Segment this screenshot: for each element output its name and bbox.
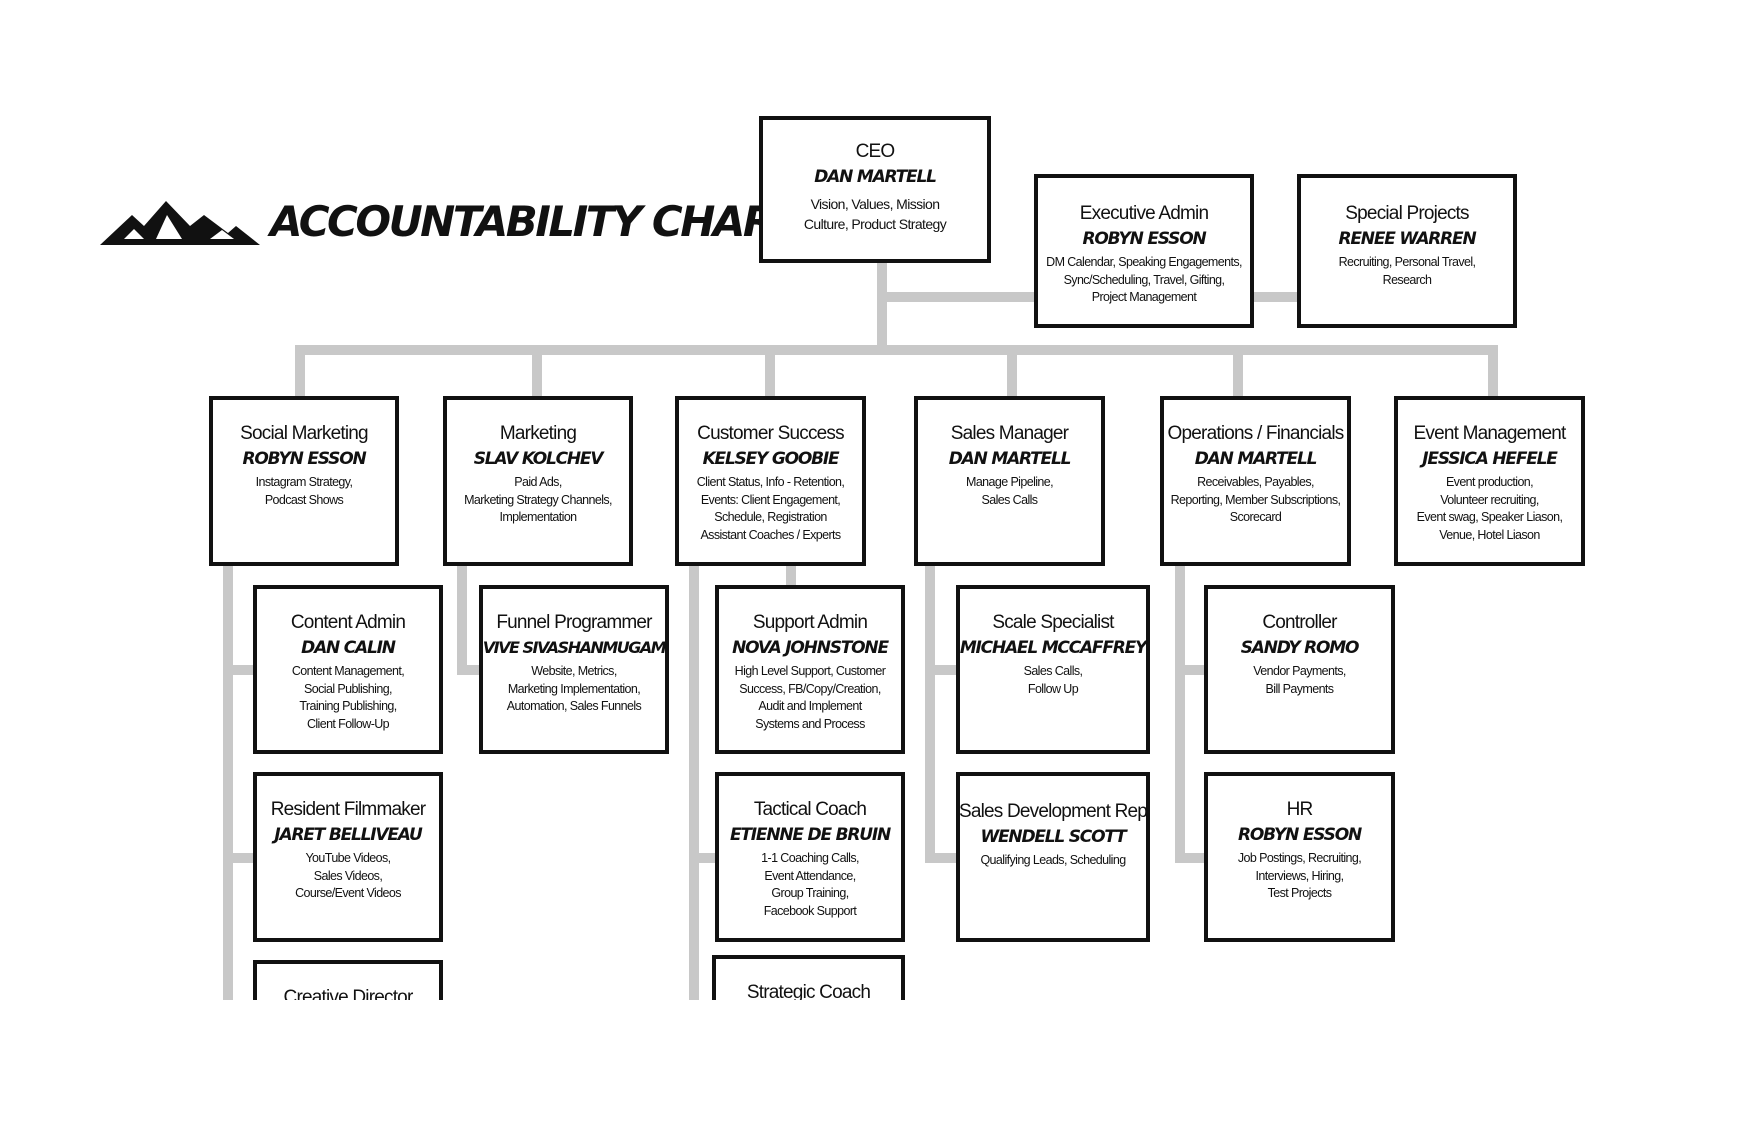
node-funnel-programmer: Funnel Programmer VIVE SIVASHANMUGAM Web… xyxy=(479,585,669,754)
node-person: RENEE WARREN xyxy=(1338,229,1477,249)
node-customer-success: Customer Success KELSEY GOOBIE Client St… xyxy=(675,396,866,566)
node-person: ROBYN ESSON xyxy=(1238,825,1362,845)
node-duties: Event production, Volunteer recruiting, … xyxy=(1416,475,1563,542)
node-hr: HR ROBYN ESSON Job Postings, Recruiting,… xyxy=(1204,772,1395,942)
node-role: Support Admin xyxy=(752,612,868,633)
node-role: Strategic Coach xyxy=(746,982,871,1000)
node-duties: Manage Pipeline, Sales Calls xyxy=(966,475,1054,507)
node-duties: Content Management, Social Publishing, T… xyxy=(291,664,405,731)
node-duties: Vendor Payments, Bill Payments xyxy=(1253,664,1346,696)
node-person: DAN CALIN xyxy=(301,638,396,658)
node-duties: Recruiting, Personal Travel, Research xyxy=(1338,255,1476,287)
node-person: SANDY ROMO xyxy=(1240,638,1360,658)
node-role: Sales Manager xyxy=(950,423,1069,444)
node-person: VIVE SIVASHANMUGAM xyxy=(482,638,667,657)
node-duties: DM Calendar, Speaking Engagements, Sync/… xyxy=(1046,255,1242,304)
node-role: Resident Filmmaker xyxy=(270,799,426,820)
node-role: Controller xyxy=(1262,612,1337,633)
node-person: JESSICA HEFELE xyxy=(1422,449,1558,469)
node-duties: Job Postings, Recruiting, Interviews, Hi… xyxy=(1237,851,1362,900)
node-role: Special Projects xyxy=(1345,203,1469,224)
node-person: DAN MARTELL xyxy=(948,449,1072,469)
mountain-logo-icon xyxy=(100,201,260,245)
node-duties: Client Status, Info - Retention, Events:… xyxy=(696,475,845,542)
node-scale-specialist: Scale Specialist MICHAEL MCCAFFREY Sales… xyxy=(956,585,1150,754)
node-duties: 1-1 Coaching Calls, Event Attendance, Gr… xyxy=(761,851,859,918)
node-role: HR xyxy=(1286,799,1314,820)
node-resident-filmmaker: Resident Filmmaker JARET BELLIVEAU YouTu… xyxy=(253,772,443,942)
chart-title: ACCOUNTABILITY CHART xyxy=(270,197,800,246)
node-event-management: Event Management JESSICA HEFELE Event pr… xyxy=(1394,396,1585,566)
node-person: KELSEY GOOBIE xyxy=(702,449,840,469)
node-creative-director: Creative Director xyxy=(253,960,443,1000)
node-role: Operations / Financials xyxy=(1167,423,1345,444)
node-person: MICHAEL MCCAFFREY xyxy=(959,638,1148,658)
node-duties: Vision, Values, Mission Culture, Product… xyxy=(803,196,947,232)
node-ceo: CEO DAN MARTELL Vision, Values, Mission … xyxy=(759,116,991,263)
node-role: Scale Specialist xyxy=(992,612,1114,633)
node-person: DAN MARTELL xyxy=(1194,449,1318,469)
node-role: Tactical Coach xyxy=(753,799,867,820)
node-person: NOVA JOHNSTONE xyxy=(732,638,889,658)
node-sales-manager: Sales Manager DAN MARTELL Manage Pipelin… xyxy=(914,396,1105,566)
node-role: Customer Success xyxy=(697,423,844,444)
node-tactical-coach: Tactical Coach ETIENNE DE BRUIN 1-1 Coac… xyxy=(715,772,905,942)
node-marketing: Marketing SLAV KOLCHEV Paid Ads, Marketi… xyxy=(443,396,633,566)
node-social-marketing: Social Marketing ROBYN ESSON Instagram S… xyxy=(209,396,399,566)
node-controller: Controller SANDY ROMO Vendor Payments, B… xyxy=(1204,585,1395,754)
node-role: Marketing xyxy=(499,423,577,444)
node-duties: High Level Support, Customer Success, FB… xyxy=(734,664,886,731)
node-role: Social Marketing xyxy=(240,423,368,444)
node-duties: Receivables, Payables, Reporting, Member… xyxy=(1170,475,1341,524)
node-person: SLAV KOLCHEV xyxy=(473,449,604,469)
chart-header: ACCOUNTABILITY CHART xyxy=(100,190,800,265)
node-person: JARET BELLIVEAU xyxy=(274,825,422,845)
node-special-projects: Special Projects RENEE WARREN Recruiting… xyxy=(1297,174,1517,328)
node-person: DAN MARTELL xyxy=(814,167,937,187)
node-support-admin: Support Admin NOVA JOHNSTONE High Level … xyxy=(715,585,905,754)
node-role: Funnel Programmer xyxy=(496,612,652,633)
node-duties: Qualifying Leads, Scheduling xyxy=(980,853,1126,867)
connector-lines xyxy=(223,257,1498,1000)
node-person: ETIENNE DE BRUIN xyxy=(730,825,891,845)
node-content-admin: Content Admin DAN CALIN Content Manageme… xyxy=(253,585,443,754)
node-role: CEO xyxy=(855,141,896,162)
node-person: ROBYN ESSON xyxy=(1082,229,1207,249)
node-duties: YouTube Videos, Sales Videos, Course/Eve… xyxy=(295,851,401,900)
node-duties: Paid Ads, Marketing Strategy Channels, I… xyxy=(464,475,612,524)
node-role: Content Admin xyxy=(290,612,406,633)
node-role: Executive Admin xyxy=(1079,203,1209,224)
node-duties: Website, Metrics, Marketing Implementati… xyxy=(506,664,642,713)
node-person: ROBYN ESSON xyxy=(242,449,367,469)
node-strategic-coach: Strategic Coach xyxy=(712,955,905,1000)
node-role: Event Management xyxy=(1413,423,1567,444)
node-role: Sales Development Rep xyxy=(958,801,1148,822)
node-duties: Sales Calls, Follow Up xyxy=(1023,664,1083,696)
node-role: Creative Director xyxy=(283,987,414,1000)
node-operations-financials: Operations / Financials DAN MARTELL Rece… xyxy=(1160,396,1351,566)
node-executive-admin: Executive Admin ROBYN ESSON DM Calendar,… xyxy=(1034,174,1254,328)
org-chart: ACCOUNTABILITY CHART CEO DAN MARTELL Vis… xyxy=(100,116,1585,1000)
node-sales-development-rep: Sales Development Rep WENDELL SCOTT Qual… xyxy=(956,772,1150,942)
node-person: WENDELL SCOTT xyxy=(980,827,1126,847)
node-duties: Instagram Strategy, Podcast Shows xyxy=(255,475,353,507)
